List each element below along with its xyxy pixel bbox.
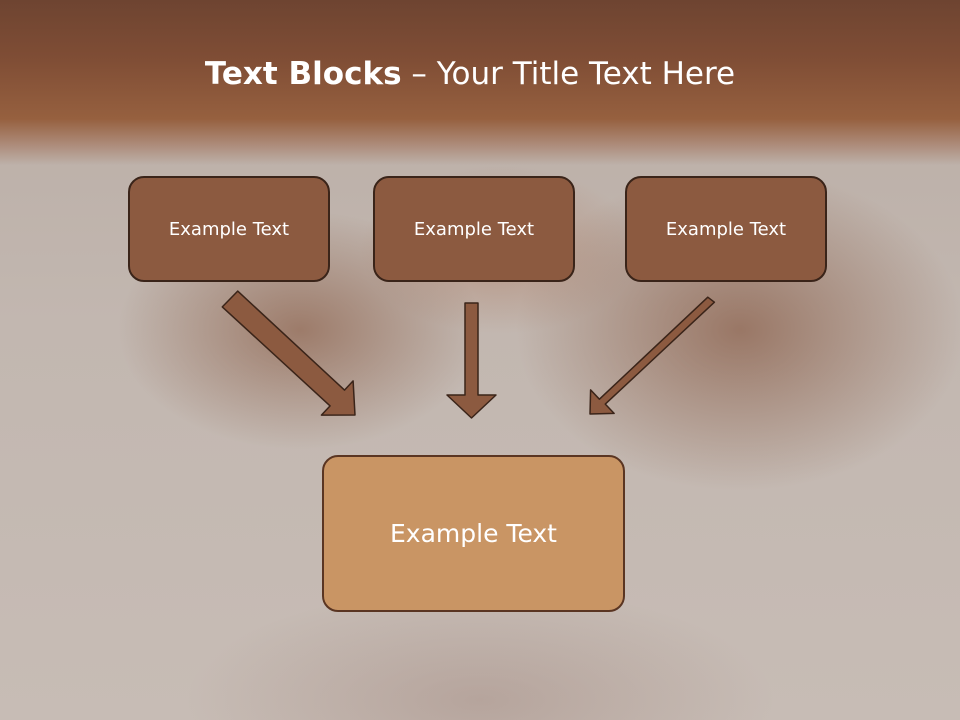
slide-title: Text Blocks – Your Title Text Here <box>0 52 940 96</box>
text-block-2: Example Text <box>373 176 575 282</box>
arrow-center-down <box>446 302 497 419</box>
text-block-3: Example Text <box>625 176 827 282</box>
result-block: Example Text <box>322 455 625 612</box>
title-bold: Text Blocks <box>204 56 402 92</box>
title-band <box>0 0 960 165</box>
text-block-3-label: Example Text <box>665 218 787 240</box>
text-block-1: Example Text <box>128 176 330 282</box>
text-block-2-label: Example Text <box>413 218 535 240</box>
arrow-left-diagonal <box>221 290 356 416</box>
result-block-label: Example Text <box>390 519 557 548</box>
arrow-right-diagonal <box>589 296 716 415</box>
title-regular: Your Title Text Here <box>436 56 736 92</box>
title-separator: – <box>401 56 437 92</box>
text-block-1-label: Example Text <box>168 218 290 240</box>
